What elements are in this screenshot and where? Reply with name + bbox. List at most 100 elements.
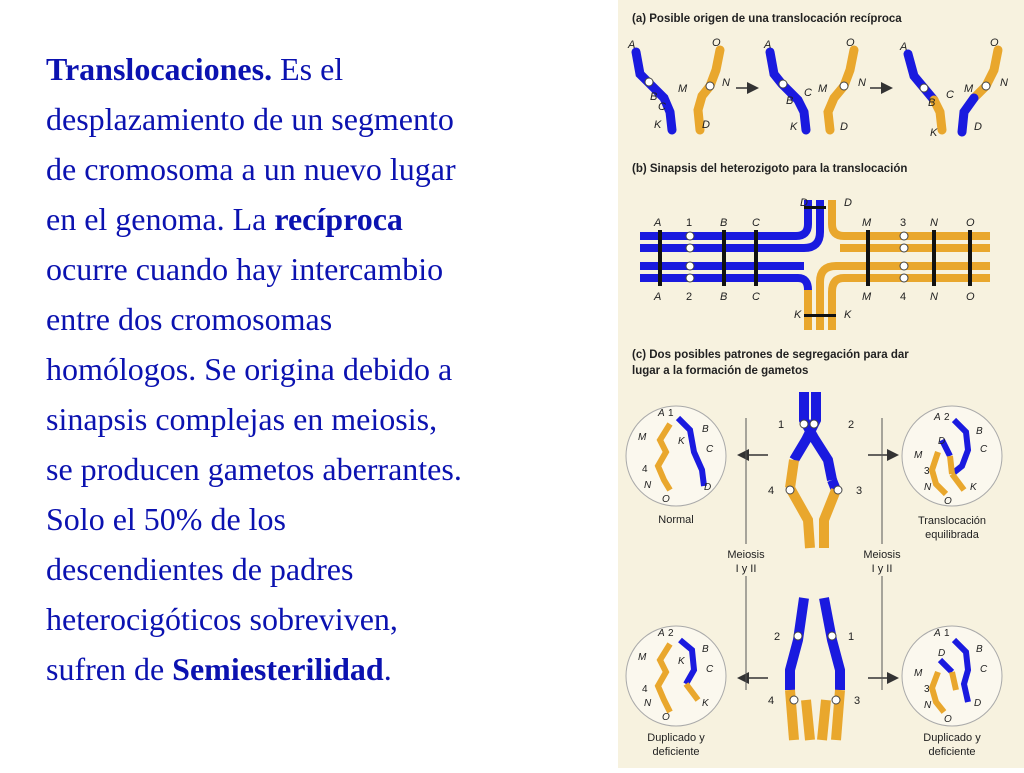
caption-deficient: deficiente xyxy=(652,746,699,758)
label-2: 2 xyxy=(668,628,674,639)
meiosis-label: I y II xyxy=(736,563,757,575)
label-3: 3 xyxy=(900,217,906,229)
label-c: C xyxy=(752,291,760,303)
term-semiesterilidad: Semiesterilidad xyxy=(172,651,384,687)
term-reciproca: recíproca xyxy=(274,201,403,237)
label-c: C xyxy=(752,217,760,229)
label-o: O xyxy=(662,712,670,723)
text-line-7: homólogos. Se origina debido a xyxy=(46,351,453,387)
label-b: B xyxy=(786,95,793,107)
label-d: D xyxy=(938,648,945,659)
text-line-8: sinapsis complejas en meiosis, xyxy=(46,401,438,437)
label-o: O xyxy=(966,291,975,303)
label-b: B xyxy=(702,644,709,655)
text-line-10: Solo el 50% de los xyxy=(46,501,286,537)
meiosis-label: Meiosis xyxy=(863,549,901,561)
label-3: 3 xyxy=(924,684,930,695)
text-line-3: de cromosoma a un nuevo lugar xyxy=(46,151,456,187)
text-line-5: ocurre cuando hay intercambio xyxy=(46,251,444,287)
label-k: K xyxy=(844,309,852,321)
label-o: O xyxy=(966,217,975,229)
segregation-top: 1 2 4 3 xyxy=(768,392,862,549)
label-c: C xyxy=(706,444,714,455)
label-a: A xyxy=(657,408,665,419)
caption-deficient: deficiente xyxy=(928,746,975,758)
slide-text: Translocaciones. Es el desplazamiento de… xyxy=(46,44,606,694)
panel-a-title: (a) Posible origen de una translocación … xyxy=(632,13,902,25)
text-line-12: heterocigóticos sobreviven, xyxy=(46,601,398,637)
text-line-1: Translocaciones. Es el xyxy=(46,44,606,94)
label-a: A xyxy=(657,628,665,639)
label-1: 1 xyxy=(668,408,674,419)
text-span: en el genoma. La xyxy=(46,201,275,237)
label-k: K xyxy=(678,656,686,667)
text-line-9: se producen gametos aberrantes. xyxy=(46,451,462,487)
text-line-13: sufren de Semiesterilidad. xyxy=(46,644,606,694)
label-3: 3 xyxy=(854,695,860,707)
label-2: 2 xyxy=(774,631,780,643)
gamete-dup-left: A 2 B C K M 4 N K O Duplicado y deficien… xyxy=(625,625,727,758)
label-o: O xyxy=(944,496,952,507)
text-span: Es el xyxy=(272,51,344,87)
segregation-bottom: 2 1 4 3 xyxy=(768,597,860,741)
label-c: C xyxy=(804,87,812,99)
label-m: M xyxy=(914,668,923,679)
label-d: D xyxy=(844,197,852,209)
label-1: 1 xyxy=(944,628,950,639)
label-k: K xyxy=(678,436,686,447)
translocation-diagram: (a) Posible origen de una translocación … xyxy=(625,13,1008,758)
label-4: 4 xyxy=(768,485,774,497)
meiosis-label-bg xyxy=(856,544,908,576)
label-a: A xyxy=(763,39,771,51)
label-a: A xyxy=(653,217,661,229)
label-k: K xyxy=(702,698,710,709)
text-line-6: entre dos cromosomas xyxy=(46,301,333,337)
panel-a-step-1: A O B C M N K D xyxy=(627,37,730,135)
label-n: N xyxy=(930,291,938,303)
caption-balanced: Translocación xyxy=(918,515,986,527)
gamete-dup-right: A 1 B C D M 3 N D O Duplicado y deficien… xyxy=(901,625,1003,758)
label-m: M xyxy=(964,83,974,95)
text-span: . xyxy=(383,651,392,687)
label-c: C xyxy=(980,664,988,675)
label-n: N xyxy=(930,217,938,229)
label-d: D xyxy=(974,121,982,133)
label-1: 1 xyxy=(686,217,692,229)
label-k: K xyxy=(930,127,938,139)
meiosis-label: I y II xyxy=(872,563,893,575)
label-n: N xyxy=(644,698,652,709)
label-m: M xyxy=(818,83,828,95)
label-4: 4 xyxy=(900,291,906,303)
label-n: N xyxy=(722,77,730,89)
text-line-4: en el genoma. La recíproca xyxy=(46,194,606,244)
gamete-normal: A 1 B C K M 4 N D O Normal xyxy=(625,405,727,526)
panel-a-step-2: A O B C M N K D xyxy=(763,37,866,135)
label-n: N xyxy=(924,700,932,711)
label-2: 2 xyxy=(848,419,854,431)
label-k: K xyxy=(654,119,662,131)
label-n: N xyxy=(858,77,866,89)
label-c: C xyxy=(946,89,954,101)
label-n: N xyxy=(1000,77,1008,89)
label-o: O xyxy=(846,37,855,49)
label-4: 4 xyxy=(768,695,774,707)
label-m: M xyxy=(862,217,872,229)
label-n: N xyxy=(644,480,652,491)
label-a: A xyxy=(933,628,941,639)
caption-normal: Normal xyxy=(658,514,693,526)
label-b: B xyxy=(720,217,727,229)
label-b: B xyxy=(976,426,983,437)
label-d: D xyxy=(704,482,711,493)
label-a: A xyxy=(653,291,661,303)
label-d: D xyxy=(974,698,981,709)
panel-b-title: (b) Sinapsis del heterozigoto para la tr… xyxy=(632,163,907,175)
label-m: M xyxy=(914,450,923,461)
panel-c-title-line-1: (c) Dos posibles patrones de segregación… xyxy=(632,349,909,361)
text-line-11: descendientes de padres xyxy=(46,551,354,587)
title-translocaciones: Translocaciones. xyxy=(46,51,273,87)
label-c: C xyxy=(706,664,714,675)
label-4: 4 xyxy=(642,684,648,695)
label-a: A xyxy=(627,39,635,51)
label-k: K xyxy=(794,309,802,321)
meiosis-label: Meiosis xyxy=(727,549,765,561)
